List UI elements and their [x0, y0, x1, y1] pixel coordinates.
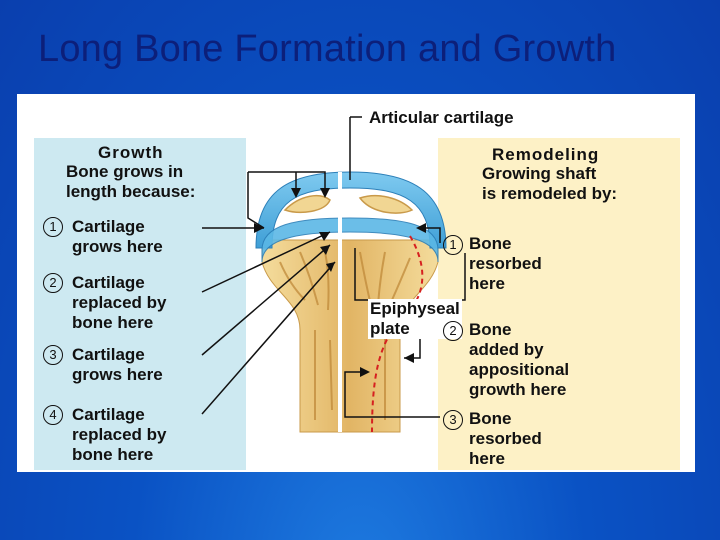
slide-title: Long Bone Formation and Growth	[38, 28, 617, 70]
growth-subheading: Bone grows in length because:	[66, 162, 196, 201]
remodeling-subheading: Growing shaft is remodeled by:	[482, 164, 618, 203]
growth-box	[34, 138, 246, 470]
growth-step-3-text: Cartilage grows here	[72, 345, 163, 384]
remodeling-heading: Remodeling	[492, 145, 600, 164]
growth-step-4-number: 4	[43, 405, 63, 425]
growth-step-3-number: 3	[43, 345, 63, 365]
remodeling-step-3-number: 3	[443, 410, 463, 430]
epiphysis-texture	[283, 194, 414, 214]
remodeling-step-3-text: Bone resorbed here	[469, 409, 542, 468]
growth-heading: Growth	[98, 143, 164, 162]
epiphyseal-plate-band	[261, 217, 439, 263]
remodeling-step-1-number: 1	[443, 235, 463, 255]
epiphyseal-plate-label: Epiphyseal plate	[368, 299, 462, 339]
growth-step-2-number: 2	[43, 273, 63, 293]
growth-step-4-text: Cartilage replaced by bone here	[72, 405, 167, 464]
remodeling-step-1-text: Bone resorbed here	[469, 234, 542, 293]
remodeling-step-2-number: 2	[443, 321, 463, 341]
growth-step-2-text: Cartilage replaced by bone here	[72, 273, 167, 332]
leader-lines	[201, 116, 466, 418]
growth-step-1-number: 1	[43, 217, 63, 237]
spongy-bone-texture	[279, 251, 411, 420]
arrowheads	[254, 188, 426, 377]
remodeling-step-2-text: Bone added by appositional growth here	[469, 320, 570, 399]
articular-cartilage-label: Articular cartilage	[369, 108, 514, 127]
growth-step-1-text: Cartilage grows here	[72, 217, 163, 256]
remodeling-box	[438, 138, 680, 470]
